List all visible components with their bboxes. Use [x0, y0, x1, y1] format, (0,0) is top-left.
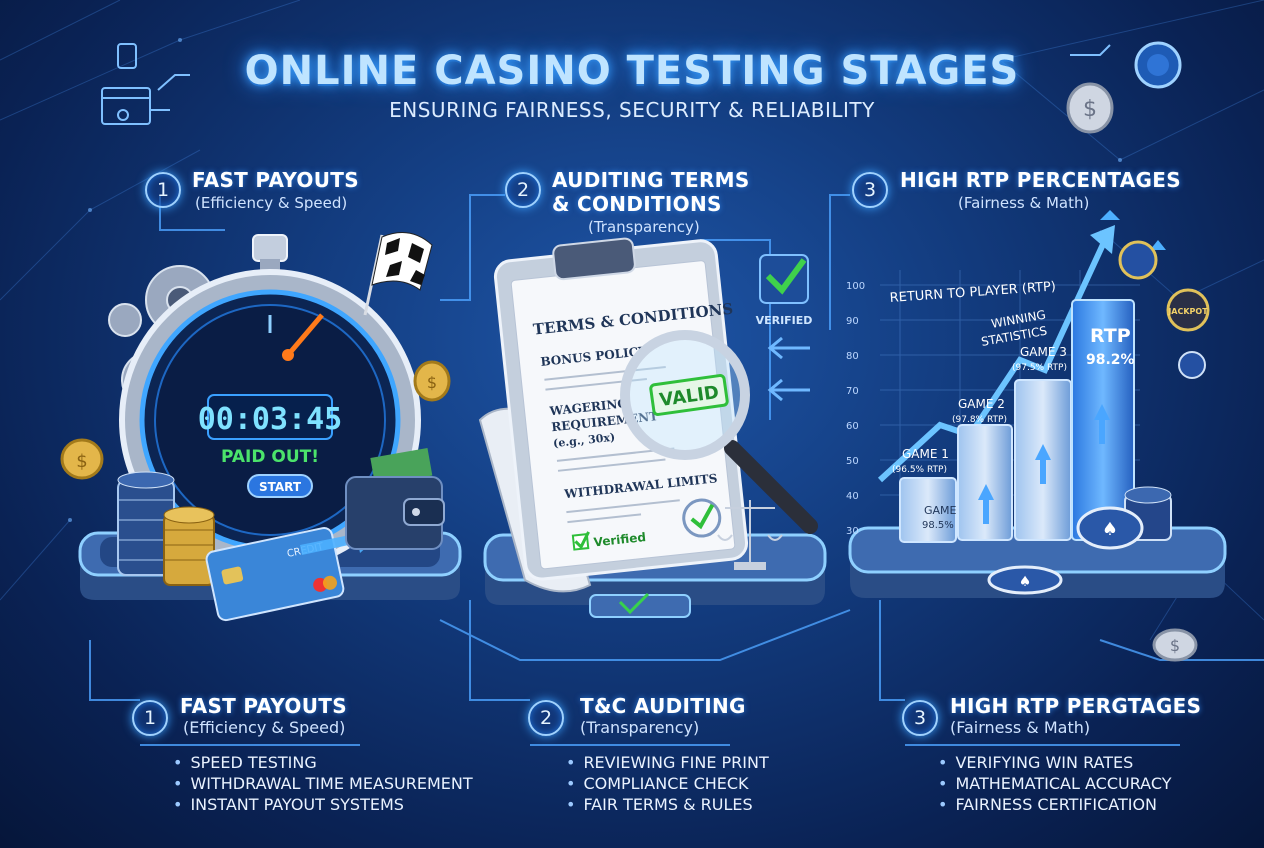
bottom-stage-2-list: REVIEWING FINE PRINT COMPLIANCE CHECK FA…	[566, 752, 769, 815]
list-item: FAIRNESS CERTIFICATION	[938, 794, 1172, 815]
svg-text:$: $	[427, 373, 437, 392]
y-tick-label: 90	[846, 316, 859, 327]
bottom-stage-3-title: HIGH RTP PERGTAGES	[950, 694, 1202, 718]
rtp-chart-title: RETURN TO PLAYER (RTP)	[889, 279, 1056, 306]
bar-value-label: (96.5% RTP)	[892, 465, 947, 475]
svg-text:$: $	[1083, 97, 1097, 122]
svg-text:♠: ♠	[1019, 574, 1032, 590]
trend-arrow-icon	[877, 238, 1108, 483]
paid-out-label: PAID OUT!	[221, 447, 319, 467]
bar-label: GAME 2	[958, 397, 1005, 411]
coin-icon: $	[1152, 628, 1198, 662]
start-button: START	[259, 480, 302, 494]
stage-3-number: 3	[852, 172, 888, 208]
list-item: MATHEMATICAL ACCURACY	[938, 773, 1171, 794]
y-tick-label: 100	[846, 281, 865, 292]
list-item: COMPLIANCE CHECK	[566, 773, 769, 794]
list-item: FAIR TERMS & RULES	[566, 794, 769, 815]
bottom-stage-1-number: 1	[132, 700, 168, 736]
svg-text:$: $	[76, 451, 87, 472]
panel-fast-payouts: 00:03:45 PAID OUT! START $ $	[60, 232, 462, 622]
y-tick-label: 40	[846, 491, 859, 502]
bottom-stage-1-title: FAST PAYOUTS	[180, 694, 347, 718]
bar-label: GAME	[924, 504, 957, 517]
bar-game	[899, 477, 957, 543]
list-item: INSTANT PAYOUT SYSTEMS	[173, 794, 473, 815]
bottom-stage-1-list: SPEED TESTING WITHDRAWAL TIME MEASUREMEN…	[173, 752, 473, 815]
bar-label: GAME 1	[902, 447, 949, 461]
bottom-stage-1-subtitle: (Efficiency & Speed)	[183, 718, 346, 737]
bar-label: GAME 3	[1020, 345, 1067, 359]
stopwatch-icon	[119, 234, 421, 571]
list-item: WITHDRAWAL TIME MEASUREMENT	[173, 773, 472, 794]
stage-3-subtitle: (Fairness & Math)	[958, 194, 1090, 212]
rtp-bar-value: 98.2%	[1086, 352, 1135, 368]
y-tick-label: 80	[846, 351, 859, 362]
bar-value-label: (97.8% RTP)	[952, 415, 1007, 425]
arrow-icon	[767, 336, 810, 402]
magnifier-icon	[620, 330, 818, 534]
doc-wagering-3: (e.g., 30x)	[552, 431, 615, 450]
scales-icon	[717, 500, 783, 570]
bar-value-label: (97.5% RTP)	[1012, 363, 1067, 373]
stage-3-title: HIGH RTP PERCENTAGES	[900, 168, 1181, 192]
bar-game-2	[957, 424, 1013, 541]
stage-1-title: FAST PAYOUTS	[192, 168, 359, 192]
timer-display: 00:03:45	[198, 402, 343, 437]
chip-icon	[117, 471, 215, 586]
svg-text:$: $	[1170, 636, 1180, 655]
stage-2-title-line2: & CONDITIONS	[552, 192, 722, 216]
list-item: REVIEWING FINE PRINT	[566, 752, 768, 773]
y-tick-label: 70	[846, 386, 859, 397]
panel-terms-conditions: CO TERMS & CONDITIONS BONUS POLICY WAGER…	[478, 237, 827, 618]
bottom-stage-3-list: VERIFYING WIN RATES MATHEMATICAL ACCURAC…	[938, 752, 1172, 815]
arrow-icon	[1035, 444, 1051, 484]
arrow-icon	[978, 484, 994, 524]
page-title: ONLINE CASINO TESTING STAGES	[244, 48, 1020, 94]
bottom-stage-2-subtitle: (Transparency)	[580, 718, 700, 737]
doc-verified: Verified	[593, 530, 647, 549]
stage-1-number: 1	[145, 172, 181, 208]
chip-icon: ♠ ♠	[987, 486, 1172, 595]
list-item: SPEED TESTING	[173, 752, 473, 773]
bottom-stage-2-number: 2	[528, 700, 564, 736]
stage-2-subtitle: (Transparency)	[588, 218, 700, 236]
y-tick-label: 50	[846, 456, 859, 467]
svg-text:♠: ♠	[1102, 519, 1118, 540]
arrow-icon	[1094, 404, 1110, 444]
stage-1-subtitle: (Efficiency & Speed)	[195, 194, 348, 212]
y-tick-label: 30	[846, 526, 859, 537]
coin-icon	[1118, 240, 1210, 379]
verified-badge-label: VERIFIED	[756, 314, 813, 327]
jackpot-token: JACKPOT	[1167, 307, 1208, 316]
wallet-icon	[345, 447, 445, 550]
list-item: VERIFYING WIN RATES	[938, 752, 1172, 773]
page-subtitle: ENSURING FAIRNESS, SECURITY & RELIABILIT…	[389, 98, 875, 122]
stage-2-number: 2	[505, 172, 541, 208]
bar-value-label: 98.5%	[922, 520, 954, 531]
bottom-stage-3-number: 3	[902, 700, 938, 736]
coin-icon: $ $	[60, 360, 451, 480]
stage-2-title-line1: AUDITING TERMS	[552, 168, 750, 192]
bottom-stage-3-subtitle: (Fairness & Math)	[950, 718, 1091, 737]
panel-rtp: 100 90 80 70 60 50 40 30 RETURN TO PLAYER (RTP)…	[846, 210, 1227, 598]
bottom-stage-2-title: T&C AUDITING	[580, 694, 746, 718]
y-tick-label: 60	[846, 421, 859, 432]
arrow-icon	[300, 523, 378, 555]
checkered-flag-icon	[363, 232, 433, 316]
checkmark-icon	[571, 498, 722, 551]
verified-badge	[759, 254, 809, 304]
rtp-bar-label: RTP	[1090, 325, 1131, 347]
